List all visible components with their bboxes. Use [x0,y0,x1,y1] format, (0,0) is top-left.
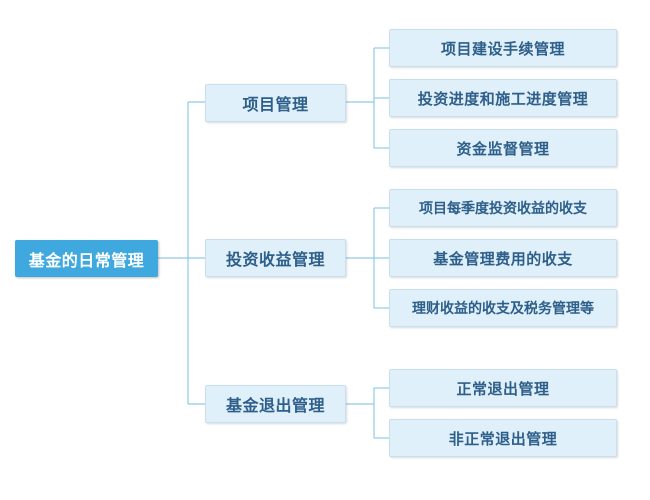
leaf-node: 项目每季度投资收益的收支 [389,189,617,227]
leaf-node: 理财收益的收支及税务管理等 [389,289,617,327]
leaf-node: 正常退出管理 [389,369,617,407]
leaf-node: 投资进度和施工进度管理 [389,79,617,117]
leaf-node: 基金管理费用的收支 [389,239,617,277]
branch-node-fund-exit: 基金退出管理 [205,385,346,423]
leaf-node: 资金监督管理 [389,129,617,167]
leaf-node: 项目建设手续管理 [389,29,617,67]
branch-node-project-management: 项目管理 [205,84,346,122]
branch-node-investment-income: 投资收益管理 [205,239,346,277]
leaf-node: 非正常退出管理 [389,419,617,457]
root-node: 基金的日常管理 [15,240,158,277]
